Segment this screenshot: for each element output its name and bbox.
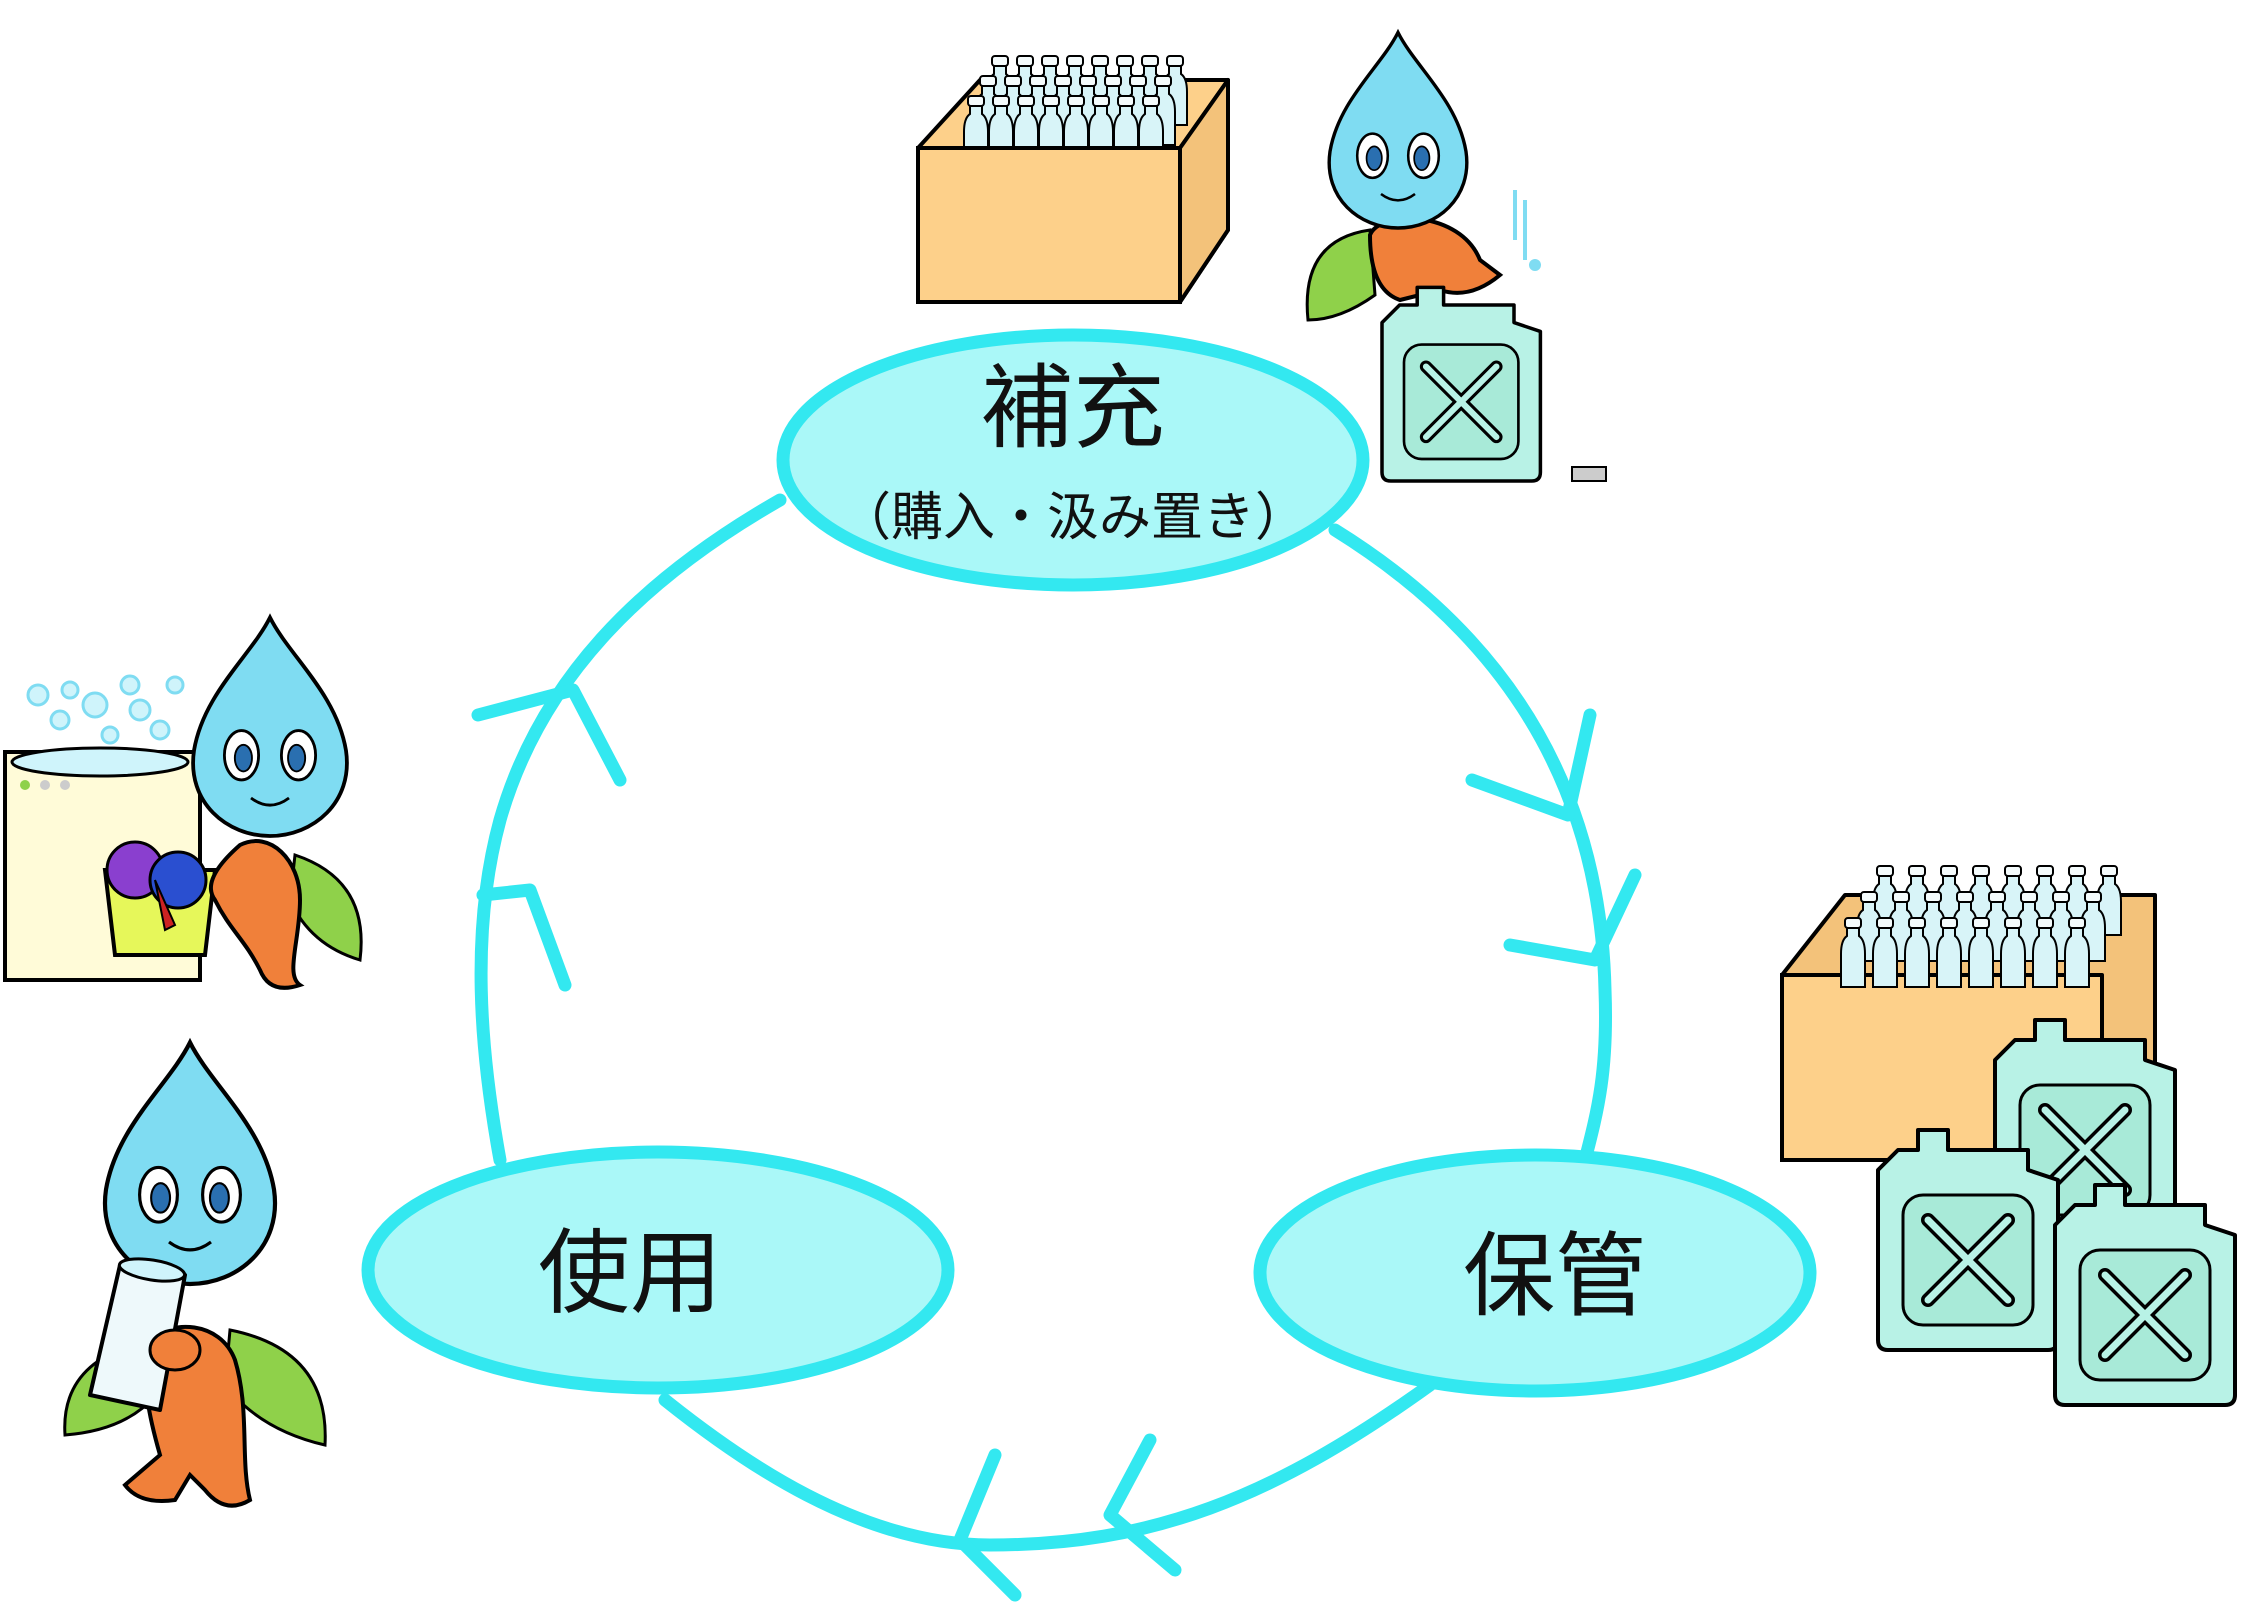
node-storage: 保管 (1253, 1148, 1817, 1398)
bottle-cap (1017, 95, 1035, 107)
arrowhead (476, 883, 572, 992)
bottle-cap (2036, 917, 2054, 929)
node-storage-ellipse (1253, 1148, 1817, 1398)
bottle-cap (1116, 55, 1134, 67)
bottle-cap (1054, 75, 1072, 87)
bottle-cap (1154, 75, 1172, 87)
bottle-cap (1066, 55, 1084, 67)
node-replenish-title: 補充 (981, 355, 1165, 462)
arrowhead (471, 683, 627, 787)
bottle-cap (1988, 891, 2006, 903)
node-usage-title: 使用 (538, 1220, 722, 1327)
bottle-cap (1908, 917, 1926, 929)
bottle-cap (1041, 55, 1059, 67)
bottle-cap (1924, 891, 1942, 903)
node-usage-ellipse (361, 1145, 955, 1395)
bottle-cap (1940, 917, 1958, 929)
bottle-cap (1067, 95, 1085, 107)
bottle-cap (1029, 75, 1047, 87)
bottle-cap (967, 95, 985, 107)
bottle-cap (2068, 865, 2086, 877)
bottle-cap (1117, 95, 1135, 107)
bottle-cap (1092, 95, 1110, 107)
arc-storage-to-usage (658, 1378, 1437, 1552)
node-storage-title: 保管 (1463, 1223, 1647, 1330)
cycle-arrows (474, 493, 1613, 1552)
bottle-cap (991, 55, 1009, 67)
arrowhead (1503, 868, 1642, 967)
bottle-cap (2004, 865, 2022, 877)
bottle-cap (1142, 95, 1160, 107)
arc-usage-to-replenish (474, 493, 787, 1167)
bottle-cap (1141, 55, 1159, 67)
drop-character-filling-tank-icon (1305, 30, 1607, 481)
bottle-cap (1091, 55, 1109, 67)
bottle-cap (1844, 917, 1862, 929)
drop-character-laundry-icon (3, 615, 363, 990)
drop-character-drinking-icon (63, 1043, 327, 1508)
bottle-cap (1972, 917, 1990, 929)
node-replenish-ellipse (776, 328, 1370, 592)
arrowhead (953, 1448, 1022, 1602)
bottle-cap (2020, 891, 2038, 903)
arrowhead (1465, 708, 1597, 822)
boxed-water-bottles-icon (916, 55, 1230, 304)
bottle-cap (2036, 865, 2054, 877)
bottle-cap (1129, 75, 1147, 87)
bottle-cap (1042, 95, 1060, 107)
arrowheads (471, 683, 1642, 1602)
bottle-cap (1876, 865, 1894, 877)
bottle-cap (2004, 917, 2022, 929)
node-replenish: 補充 （購入・汲み置き） (776, 328, 1370, 592)
bottle-cap (1004, 75, 1022, 87)
bottle-cap (2068, 917, 2086, 929)
bottle-cap (1860, 891, 1878, 903)
bottle-cap (2052, 891, 2070, 903)
bottle-cap (1016, 55, 1034, 67)
bottle-cap (1079, 75, 1097, 87)
bottle-cap (1956, 891, 1974, 903)
bottle-cap (2100, 865, 2118, 877)
bottle-cap (2084, 891, 2102, 903)
bottle-cap (1166, 55, 1184, 67)
bottle-cap (1940, 865, 1958, 877)
node-usage: 使用 (361, 1145, 955, 1395)
bottle-cap (992, 95, 1010, 107)
bottle-cap (1876, 917, 1894, 929)
node-replenish-subtitle: （購入・汲み置き） (839, 488, 1307, 548)
bottle-cap (979, 75, 997, 87)
bottle-cap (1104, 75, 1122, 87)
bottle-cap (1892, 891, 1910, 903)
bottle-cap (1972, 865, 1990, 877)
bottle-cap (1908, 865, 1926, 877)
arrowhead (1103, 1433, 1182, 1577)
stored-bottles-and-tanks-icon (1780, 865, 2235, 1405)
arc-replenish-to-storage (1328, 523, 1613, 1167)
